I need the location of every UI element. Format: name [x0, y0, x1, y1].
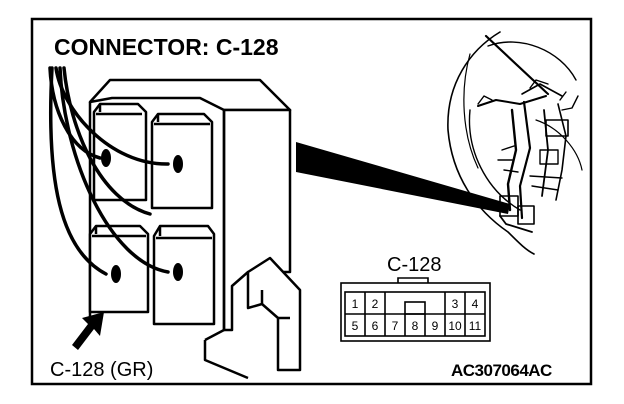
plug-bottom-right — [152, 224, 216, 326]
wire-terminals — [101, 149, 183, 283]
pin-number: 10 — [448, 319, 462, 333]
connector-housing — [88, 78, 302, 380]
pin-number: 1 — [352, 297, 359, 311]
connector-plugs — [88, 102, 216, 326]
pin-number: 6 — [372, 319, 379, 333]
wire-harness — [48, 66, 170, 276]
callout-label: C-128 (GR) — [50, 359, 153, 381]
location-pointer-beam — [296, 142, 510, 214]
callout-arrow — [72, 312, 104, 350]
pin-number: 8 — [412, 319, 419, 333]
pin-number: 11 — [469, 319, 482, 333]
vehicle-location-sketch — [447, 31, 583, 255]
connector-title: CONNECTOR: C-128 — [54, 34, 279, 60]
pin-number: 2 — [372, 297, 379, 311]
pin-number: 4 — [472, 297, 479, 311]
connector-face-view — [340, 277, 491, 342]
pin-number: 3 — [452, 297, 459, 311]
diagram-frame — [30, 17, 593, 386]
pin-number: 5 — [352, 319, 359, 333]
pin-number: 9 — [432, 319, 439, 333]
face-view-label: C-128 — [387, 254, 441, 276]
pin-number: 7 — [392, 319, 399, 333]
reference-code: AC307064AC — [451, 361, 552, 380]
